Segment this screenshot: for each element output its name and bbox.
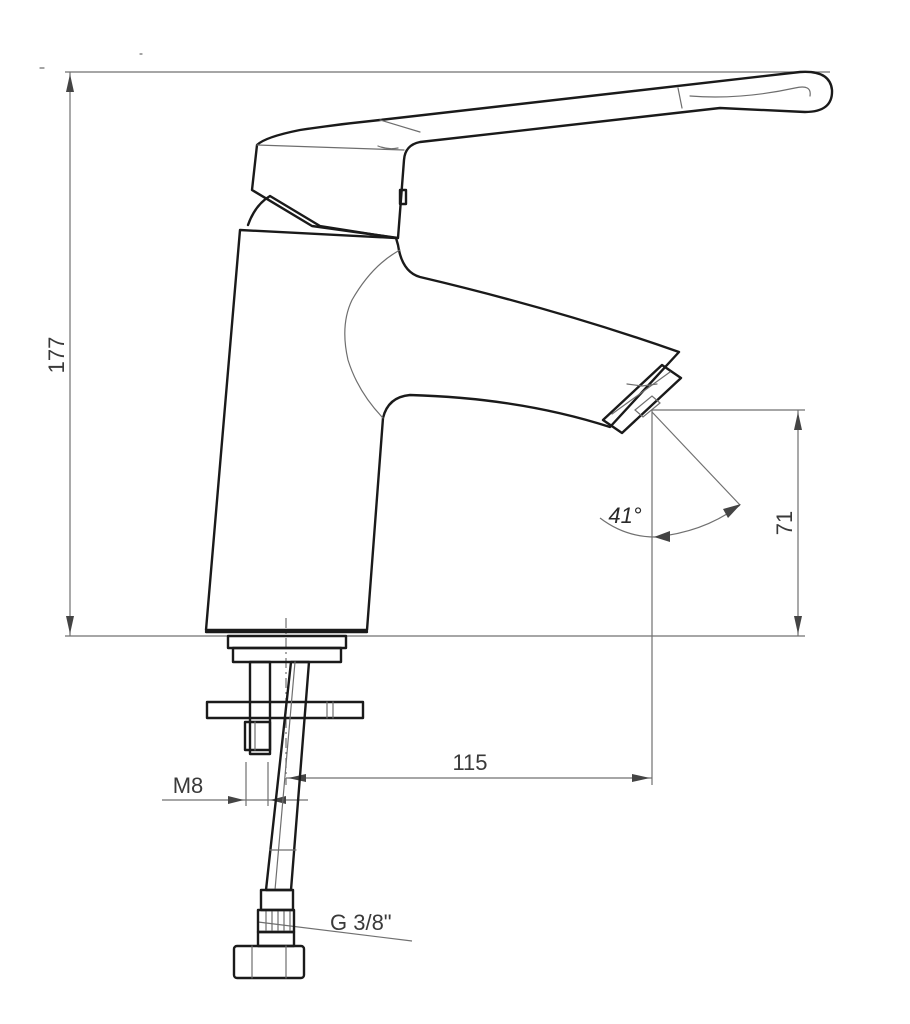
drawing-marks — [39, 53, 143, 69]
lever-ridge — [379, 119, 421, 133]
hose-ferrule-knurl — [265, 909, 291, 931]
aerator-line — [611, 371, 671, 415]
body-outline — [204, 228, 681, 632]
arrowhead — [66, 616, 74, 634]
aerator-mesh — [634, 395, 661, 418]
dimension-total-height: 177 — [44, 71, 830, 637]
dimension-label-g38: G 3/8" — [330, 910, 392, 935]
dimension-label-115: 115 — [452, 750, 487, 775]
dimension-label-m8: M8 — [173, 773, 204, 798]
arrowhead — [723, 504, 741, 518]
arrowhead — [288, 774, 306, 782]
lever-notch — [377, 145, 399, 150]
aerator — [601, 363, 683, 435]
dimension-stud-thread: M8 — [162, 762, 308, 806]
arrowhead — [632, 774, 650, 782]
hose-collar — [256, 930, 296, 948]
dimension-label-41-degrees: 41° — [608, 503, 641, 528]
dimension-spout-height: 71 — [652, 409, 805, 636]
lever-outline — [250, 70, 834, 240]
lever-grip-line — [677, 87, 683, 109]
arrowhead — [66, 74, 74, 92]
cartridge-dome — [246, 194, 398, 240]
fixing-stud — [248, 660, 272, 756]
spout-transition-curve — [344, 249, 401, 419]
base-gasket — [231, 646, 343, 664]
hose-union-nut — [232, 944, 306, 980]
hose-highlight — [274, 661, 296, 891]
dimension-label-71: 71 — [772, 511, 797, 535]
dimension-hose-connection: G 3/8" — [257, 910, 413, 942]
lever-edge-line — [256, 144, 405, 151]
arrowhead — [794, 616, 802, 634]
stud-nut — [243, 720, 272, 752]
hose-ferrule — [259, 888, 295, 912]
faucet-body — [204, 228, 683, 634]
arrowhead — [794, 412, 802, 430]
mounting-hardware — [205, 634, 365, 980]
lever-handle — [246, 70, 834, 240]
dimension-spout-angle: 41° — [599, 411, 741, 542]
hose-knurled-sleeve — [256, 908, 296, 934]
base-ring — [226, 634, 348, 650]
lever-grip-curve — [689, 86, 811, 98]
angle-leg — [651, 411, 741, 506]
lever-pin — [398, 188, 408, 206]
arrowhead — [654, 531, 670, 542]
arrowhead — [228, 796, 244, 804]
dimension-spout-reach: 115 — [285, 410, 653, 785]
aerator-detail — [626, 383, 658, 387]
dimension-label-177: 177 — [44, 337, 69, 374]
arrowhead — [270, 796, 286, 804]
